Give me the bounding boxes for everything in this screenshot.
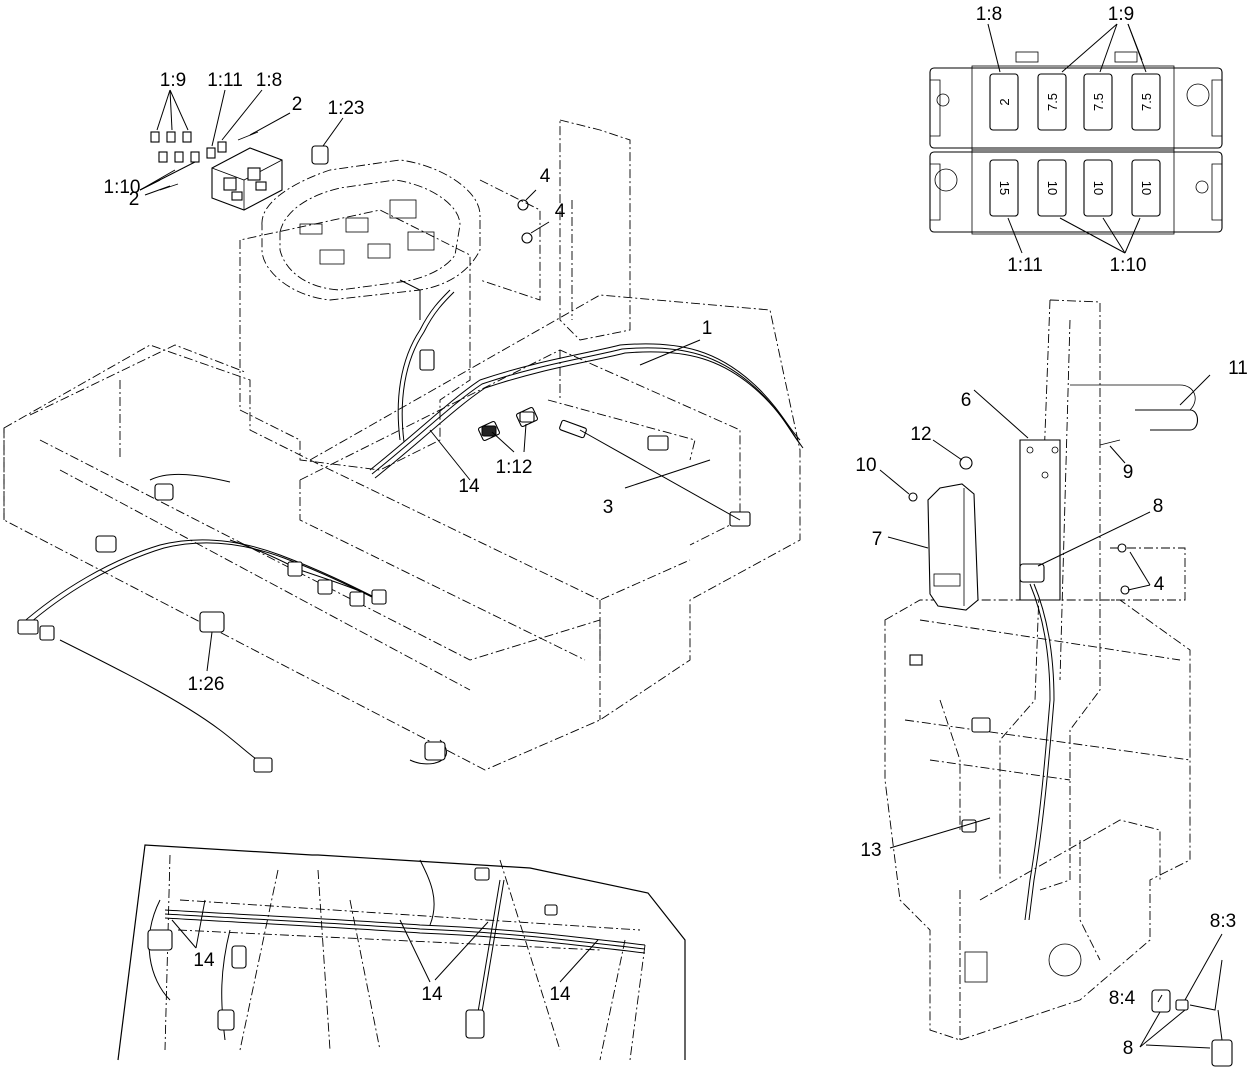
callout-12: 12 [910,424,931,445]
fuse-bottom-1: 15 [997,181,1012,195]
callout-1-26: 1:26 [188,674,225,695]
callout-1-12: 1:12 [496,457,533,478]
callout-1-10-detail: 1:10 [1110,255,1147,276]
callout-1-9-detail: 1:9 [1108,4,1134,25]
callout-1-9: 1:9 [160,70,186,91]
callout-1-8-detail: 1:8 [976,4,1002,25]
callout-11: 11 [1228,358,1248,379]
callout-labels: 1:8 1:9 1:11 1:10 1:9 1:11 1:8 2 1:23 1:… [104,4,1248,1059]
fuse-bottom-3: 10 [1091,181,1106,195]
callout-6: 6 [961,390,972,411]
callout-1-11: 1:11 [207,70,243,91]
callout-1-10: 1:10 [104,177,141,198]
callout-14-main: 14 [458,476,480,497]
callout-4-mid: 4 [555,201,566,222]
fuse-top-1: 2 [997,98,1012,105]
callout-3: 3 [603,497,614,518]
fuse-block-detail: 2 7.5 7.5 7.5 15 10 10 10 [929,23,1223,254]
callout-9: 9 [1123,462,1134,483]
callout-1-23: 1:23 [328,98,365,119]
callout-13: 13 [860,840,881,861]
inset-harness-detail [117,844,686,1061]
callout-8-3: 8:3 [1210,911,1236,932]
callout-8-4: 8:4 [1109,988,1136,1009]
callout-1-8: 1:8 [256,70,282,91]
callout-14-inset-left: 14 [193,950,215,971]
fuse-bottom-4: 10 [1139,181,1154,195]
main-frame-assembly [3,89,804,773]
right-side-assembly [879,299,1233,1067]
callout-8-top: 8 [1153,496,1164,517]
fuse-top-2: 7.5 [1045,93,1060,111]
callout-4-top: 4 [540,166,551,187]
callout-1-11-detail: 1:11 [1007,255,1043,276]
callout-14-inset-right: 14 [549,984,571,1005]
callout-10: 10 [855,455,876,476]
callout-7: 7 [872,529,883,550]
callout-1: 1 [702,318,713,339]
fuse-top-3: 7.5 [1091,93,1106,111]
callout-2-top: 2 [292,94,303,115]
callout-4-right: 4 [1154,574,1165,595]
callout-14-inset-mid: 14 [421,984,443,1005]
fuse-bottom-2: 10 [1045,181,1060,195]
callout-2-bottom: 2 [129,189,140,210]
callout-8-bottom: 8 [1123,1038,1134,1059]
fuse-top-4: 7.5 [1139,93,1154,111]
